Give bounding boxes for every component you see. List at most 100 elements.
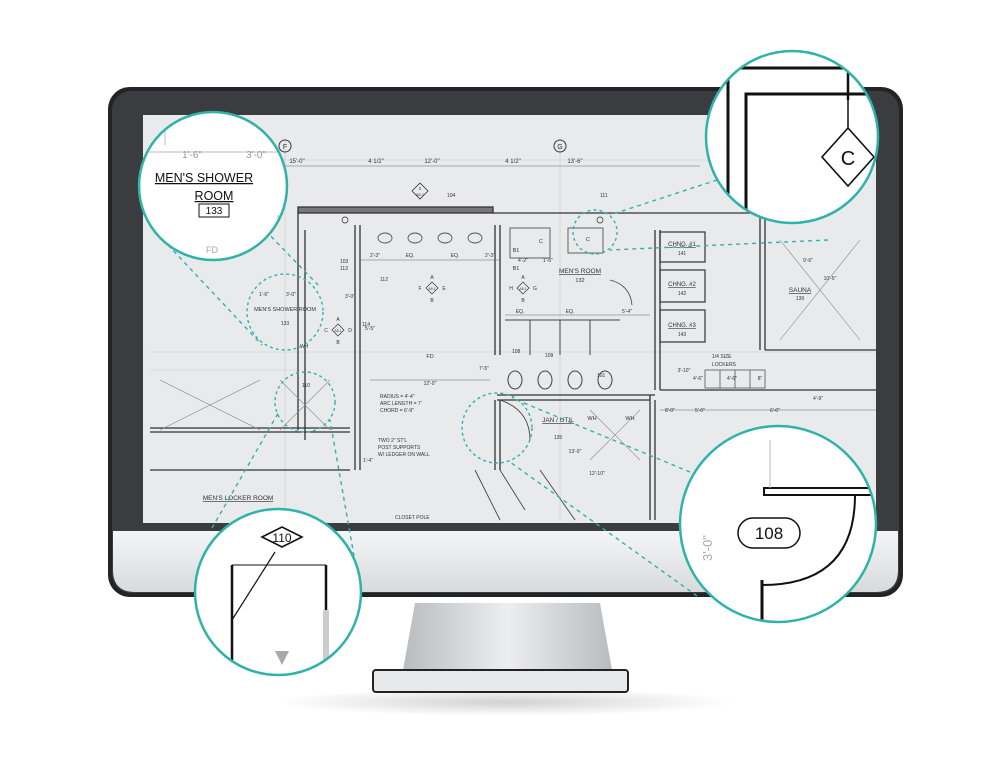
dim-6: 1'-6" <box>543 258 553 264</box>
room-chng-1-number: 141 <box>678 251 687 257</box>
door-tag-101: 101 <box>597 373 606 379</box>
callout-elevation-ring <box>704 49 880 225</box>
dim-top-5: 13'-6" <box>567 159 582 165</box>
note-wh: WH <box>300 344 309 350</box>
dim-24: 6'-0" <box>770 408 780 414</box>
room-shower-small-number: 133 <box>281 321 290 327</box>
elevation-diamond-icon <box>820 126 876 188</box>
dim-22: 8" <box>758 376 763 382</box>
callout-shower-subtitle: ROOM <box>195 189 234 203</box>
room-tag-diamond-icon <box>260 526 304 548</box>
callout-elevation-letter: C <box>841 148 855 170</box>
plumbing-b1-a: B1 <box>513 248 520 254</box>
dim-11: 10'-5" <box>824 276 837 282</box>
monitor-shadow <box>275 688 735 716</box>
note-closet-pole: CLOSET POLE <box>395 515 430 521</box>
svg-text:A5.1: A5.1 <box>519 287 526 291</box>
svg-text:2: 2 <box>419 186 422 191</box>
svg-text:A: A <box>521 275 525 281</box>
svg-text:A5.1: A5.1 <box>416 192 425 197</box>
dim-8: EQ. <box>566 309 575 315</box>
note-posts-2: POST SUPPORTS <box>378 445 421 451</box>
toilet-stalls <box>505 319 620 390</box>
floor-plan: F G 15'-0" 4 1/2" 12'-0" 4 1/2" 13'-6" 2… <box>143 139 876 521</box>
dim-top-2: 4 1/2" <box>368 159 383 165</box>
dim-4: 2'-3" <box>485 253 495 259</box>
room-chng-2: CHNG. #2 <box>668 282 696 288</box>
svg-text:F: F <box>418 286 421 292</box>
callout-door-108: 3'-0" 108 <box>678 424 878 624</box>
dim-26: 3'-10" <box>678 368 691 374</box>
callout-shower-number: 133 <box>206 206 223 217</box>
dim-5: 4'-2" <box>518 258 528 264</box>
plumbing-b1-b: B1 <box>513 266 520 272</box>
note-posts-3: W/ LEDGER ON WALL <box>378 452 430 458</box>
dim-27: 1'-4" <box>363 458 373 464</box>
elevation-marker-3: A C D B A5.1 <box>324 317 352 346</box>
door-tag-113: 113 <box>340 266 348 272</box>
dim-top-1: 15'-0" <box>289 159 304 165</box>
room-sauna-number: 139 <box>796 296 805 302</box>
plumbing-c-b: C <box>586 237 590 243</box>
callout-connectors <box>167 179 829 597</box>
svg-text:B: B <box>521 298 525 304</box>
grid-bubble-g <box>553 139 567 153</box>
svg-text:A: A <box>430 275 434 281</box>
dim-10: 9'-6" <box>803 258 813 264</box>
callout-room-110-tag: 110 <box>272 531 291 545</box>
dim-28: 4'-9" <box>813 396 823 402</box>
callout-shower-ring <box>137 110 289 262</box>
svg-text:E: E <box>442 286 446 292</box>
svg-text:G: G <box>533 286 537 292</box>
arrow-down-icon <box>275 651 289 665</box>
svg-text:A5.1: A5.1 <box>334 329 341 333</box>
dim-top-3: 12'-0" <box>424 159 439 165</box>
dim-25: 8'-0" <box>665 408 675 414</box>
dim-23: 5'-0" <box>695 408 705 414</box>
room-chng-3: CHNG. #3 <box>668 323 696 329</box>
room-chng-2-number: 142 <box>678 291 687 297</box>
door-tag-114: 114 <box>362 322 370 328</box>
note-fd: FD <box>426 354 433 360</box>
dim-1: 2'-3" <box>370 253 380 259</box>
door-tag-104: 104 <box>447 193 456 199</box>
room-mens-room-number: 132 <box>575 278 584 284</box>
door-tag-112: 112 <box>380 277 388 283</box>
room-mens-room: MEN'S ROOM <box>559 268 601 275</box>
dim-19: 12'-10" <box>589 471 605 477</box>
room-jan-util: JAN / UTIL <box>542 417 574 424</box>
room-shower-small: MEN'S SHOWER ROOM <box>254 307 316 313</box>
plan-labels: F G 15'-0" 4 1/2" 12'-0" 4 1/2" 13'-6" 2… <box>203 144 837 521</box>
svg-text:B: B <box>336 340 340 346</box>
door-tag-103: 103 <box>340 259 349 265</box>
lockers <box>704 369 766 389</box>
room-sauna: SAUNA <box>789 287 812 294</box>
svg-text:D: D <box>348 328 352 334</box>
plumbing-wh-b: WH <box>625 416 634 422</box>
callout-room-110: 110 <box>193 507 363 677</box>
plan-walls <box>150 206 876 520</box>
monitor-stand-base <box>372 669 629 693</box>
room-jan-util-number: 135 <box>554 435 563 441</box>
shower-hatch <box>159 239 861 461</box>
room-mens-locker-room: MEN'S LOCKER ROOM <box>203 495 274 502</box>
note-lockers-size: 1/4 SIZE <box>712 354 732 360</box>
note-radius: RADIUS = 4'-4" <box>380 394 415 400</box>
grid-label-g: G <box>557 144 562 151</box>
dim-12: 1'-6" <box>259 292 269 298</box>
dim-14: 5'-5" <box>365 326 375 332</box>
dim-17: 12'-0" <box>424 381 437 387</box>
svg-text:A5.1: A5.1 <box>428 287 435 291</box>
dim-21: 4'-6" <box>727 376 737 382</box>
note-arc-length: ARC LENGTH = 7' <box>380 401 422 407</box>
door-swings <box>474 279 633 521</box>
dim-18: 13'-0" <box>569 449 582 455</box>
door-tag-108: 108 <box>512 349 521 355</box>
dim-20: 4'-6" <box>693 376 703 382</box>
note-posts-1: TWO 2" ST'L <box>378 438 407 444</box>
callout-elevation-c: C <box>704 49 880 225</box>
dim-9: 5'-4" <box>622 309 632 315</box>
plan-highlight-circles <box>246 209 618 464</box>
elevation-marker-1: A F E B A5.1 <box>418 275 446 304</box>
